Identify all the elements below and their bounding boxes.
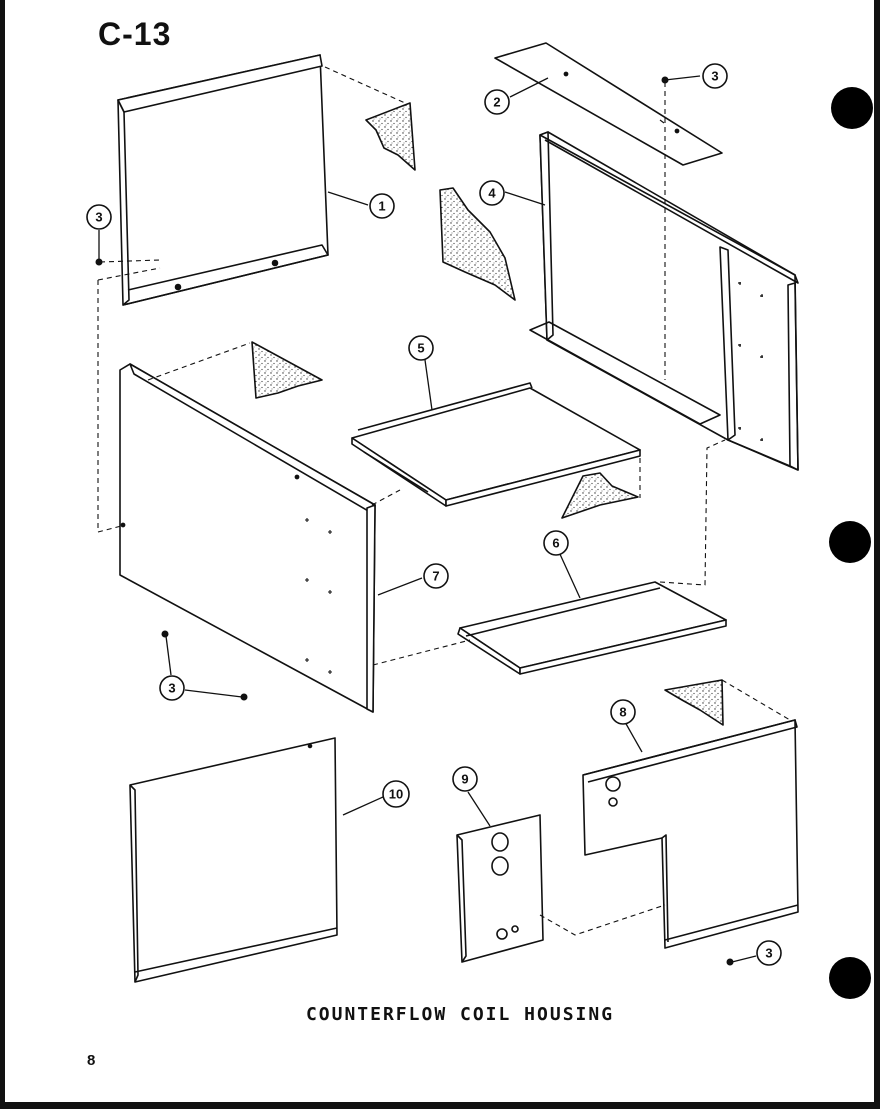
callout-5-label: 5 bbox=[417, 341, 424, 356]
callout-10-label: 10 bbox=[389, 787, 403, 802]
screw-fasteners bbox=[95, 76, 734, 966]
binder-hole-top bbox=[831, 87, 873, 129]
callout-circles bbox=[86, 63, 782, 966]
insulation-piece-d bbox=[561, 472, 639, 519]
scan-edge-right bbox=[874, 0, 880, 1109]
callout-8-label: 8 bbox=[619, 705, 626, 720]
callout-7-label: 7 bbox=[432, 569, 439, 584]
scan-edge-bottom bbox=[0, 1102, 880, 1109]
part-10-panel bbox=[129, 737, 338, 983]
assembly-guide-lines bbox=[97, 66, 791, 936]
page-number: 8 bbox=[87, 1052, 96, 1069]
diagram-caption: COUNTERFLOW COIL HOUSING bbox=[305, 1004, 615, 1025]
binder-hole-middle bbox=[829, 521, 871, 563]
part-8-panel bbox=[582, 719, 799, 949]
part-9-panel bbox=[456, 814, 544, 963]
callout-leaders bbox=[98, 75, 757, 963]
part-2-top-strip bbox=[494, 42, 723, 166]
callout-4-label: 4 bbox=[488, 186, 496, 201]
binder-holes bbox=[829, 87, 873, 999]
scan-edge-left bbox=[0, 0, 5, 1109]
part-7-panel bbox=[119, 363, 376, 713]
callout-3b-label: 3 bbox=[95, 210, 102, 225]
part-5-tray bbox=[351, 382, 641, 507]
callout-6-label: 6 bbox=[552, 536, 559, 551]
callout-3a-label: 3 bbox=[711, 69, 718, 84]
callout-2-label: 2 bbox=[493, 95, 500, 110]
page-title: C-13 bbox=[98, 16, 172, 52]
binder-hole-bottom bbox=[829, 957, 871, 999]
callout-3d-label: 3 bbox=[765, 946, 772, 961]
callout-1-label: 1 bbox=[378, 199, 385, 214]
insulation-piece-a bbox=[365, 102, 416, 171]
part-1-panel bbox=[117, 54, 329, 306]
insulation-piece-b bbox=[439, 187, 516, 301]
callout-9-label: 9 bbox=[461, 772, 468, 787]
insulation-piece-e bbox=[664, 679, 724, 726]
part-6-tray bbox=[457, 581, 727, 675]
callout-3c-label: 3 bbox=[168, 681, 175, 696]
insulation-piece-c bbox=[251, 341, 323, 399]
part-4-panel bbox=[529, 131, 799, 471]
